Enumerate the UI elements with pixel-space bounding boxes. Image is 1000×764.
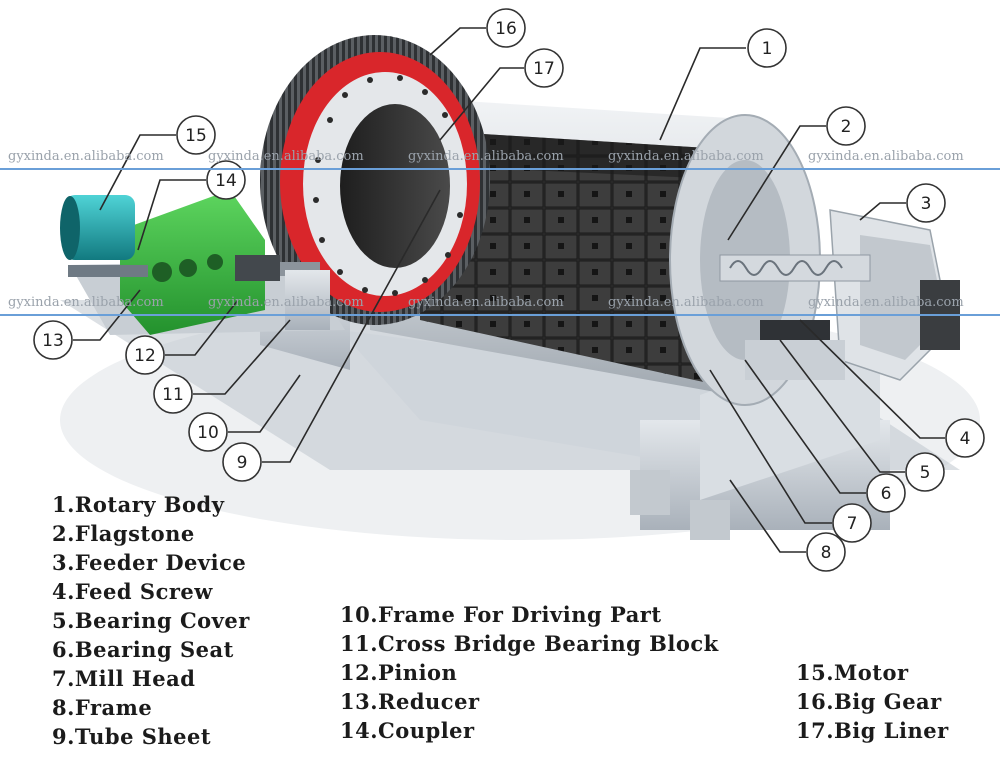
legend-item: 16.Big Gear: [796, 689, 942, 714]
watermark-text: gyxinda.en.alibaba.com: [8, 149, 164, 164]
legend-item: 15.Motor: [796, 660, 909, 685]
callout-12: 12: [125, 335, 165, 375]
motor: [60, 195, 148, 277]
big-gear: [260, 35, 490, 325]
callout-3: 3: [906, 183, 946, 223]
watermark-line-bottom: [0, 314, 1000, 316]
svg-text:6: 6: [881, 484, 892, 504]
legend-item: 7.Mill Head: [52, 666, 196, 691]
legend-item: 8.Frame: [52, 695, 153, 720]
legend-item: 10.Frame For Driving Part: [340, 602, 662, 627]
watermark-text: gyxinda.en.alibaba.com: [208, 149, 364, 164]
coupler-pinion: [235, 255, 330, 330]
legend-item: 4.Feed Screw: [52, 579, 213, 604]
callout-10: 10: [188, 412, 228, 452]
svg-text:14: 14: [215, 171, 237, 191]
watermark-row-bottom: gyxinda.en.alibaba.com gyxinda.en.alibaba…: [0, 295, 1000, 310]
callout-9: 9: [222, 442, 262, 482]
callout-1: 1: [747, 28, 787, 68]
svg-text:11: 11: [162, 385, 184, 405]
reducer: [120, 190, 265, 335]
watermark-text: gyxinda.en.alibaba.com: [8, 295, 164, 310]
callout-7: 7: [832, 503, 872, 543]
watermark-text: gyxinda.en.alibaba.com: [408, 295, 564, 310]
watermark-text: gyxinda.en.alibaba.com: [808, 149, 964, 164]
callouts: 1 2 3 4 5 6 7 8 9 10 11 12 13 14 15 16 1…: [33, 8, 985, 572]
legend-item: 1.Rotary Body: [52, 492, 225, 517]
callout-17: 17: [524, 48, 564, 88]
svg-text:1: 1: [762, 39, 773, 59]
callout-2: 2: [826, 106, 866, 146]
legend-item: 5.Bearing Cover: [52, 608, 250, 633]
callout-5: 5: [905, 452, 945, 492]
callout-6: 6: [866, 473, 906, 513]
legend-col-1: 1.Rotary Body 2.Flagstone 3.Feeder Devic…: [52, 490, 250, 751]
callout-8: 8: [806, 532, 846, 572]
svg-text:3: 3: [921, 194, 932, 214]
legend-item: 17.Big Liner: [796, 718, 949, 743]
watermark-line-top: [0, 168, 1000, 170]
leader-lines: [73, 27, 945, 553]
legend-item: 3.Feeder Device: [52, 550, 247, 575]
legend-col-3: 15.Motor 16.Big Gear 17.Big Liner: [796, 658, 949, 745]
legend-item: 13.Reducer: [340, 689, 480, 714]
svg-text:7: 7: [847, 514, 858, 534]
svg-text:9: 9: [237, 453, 248, 473]
callout-15: 15: [176, 115, 216, 155]
svg-text:15: 15: [185, 126, 207, 146]
svg-text:8: 8: [821, 543, 832, 563]
watermark-row-top: gyxinda.en.alibaba.com gyxinda.en.alibaba…: [0, 149, 1000, 164]
watermark-text: gyxinda.en.alibaba.com: [208, 295, 364, 310]
watermark-text: gyxinda.en.alibaba.com: [608, 295, 764, 310]
legend-item: 12.Pinion: [340, 660, 458, 685]
legend-item: 14.Coupler: [340, 718, 475, 743]
legend-item: 11.Cross Bridge Bearing Block: [340, 631, 719, 656]
callout-11: 11: [153, 374, 193, 414]
callout-16: 16: [486, 8, 526, 48]
legend-item: 9.Tube Sheet: [52, 724, 212, 749]
legend-item: 6.Bearing Seat: [52, 637, 234, 662]
callout-13: 13: [33, 320, 73, 360]
watermark-text: gyxinda.en.alibaba.com: [608, 149, 764, 164]
svg-text:13: 13: [42, 331, 64, 351]
svg-text:10: 10: [197, 423, 219, 443]
legend-col-2: 10.Frame For Driving Part 11.Cross Bridg…: [340, 600, 719, 745]
callout-4: 4: [945, 418, 985, 458]
svg-text:17: 17: [533, 59, 555, 79]
svg-text:16: 16: [495, 19, 517, 39]
callout-14: 14: [206, 160, 246, 200]
svg-text:4: 4: [960, 429, 971, 449]
svg-text:12: 12: [134, 346, 156, 366]
watermark-text: gyxinda.en.alibaba.com: [808, 295, 964, 310]
legend-item: 2.Flagstone: [52, 521, 195, 546]
svg-text:5: 5: [920, 463, 931, 483]
watermark-text: gyxinda.en.alibaba.com: [408, 149, 564, 164]
svg-text:2: 2: [841, 117, 852, 137]
